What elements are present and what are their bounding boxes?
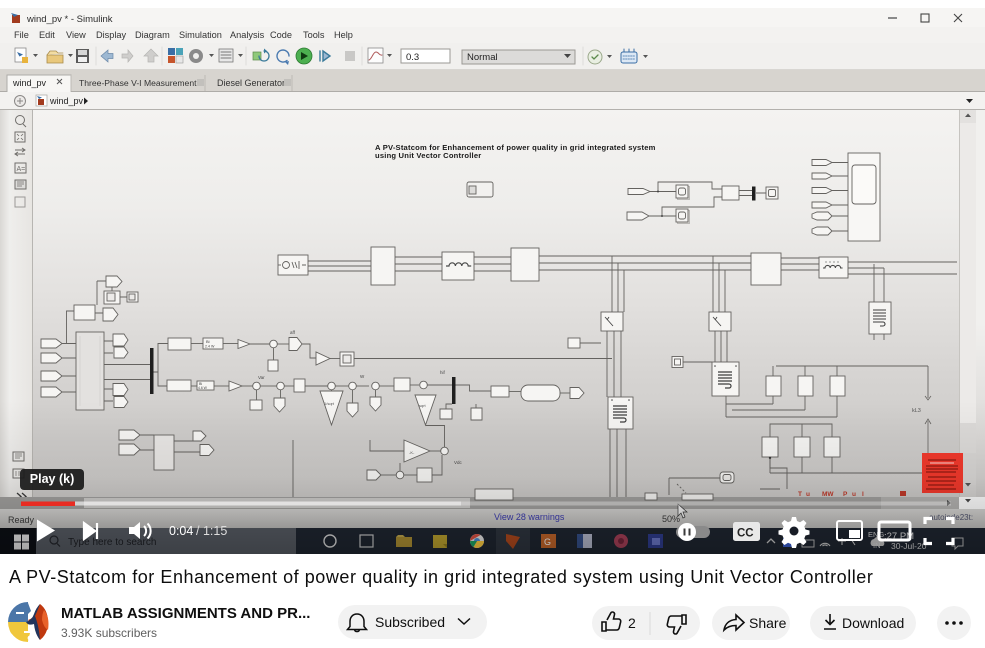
svg-text:using Unit Vector Controller: using Unit Vector Controller xyxy=(375,151,481,160)
svg-text:hif: hif xyxy=(440,370,446,375)
svg-text:wind_pv * - Simulink: wind_pv * - Simulink xyxy=(26,14,113,25)
svg-text::27 PM: :27 PM xyxy=(884,531,914,542)
svg-text:1/sqrt: 1/sqrt xyxy=(324,401,335,406)
svg-text:wind_pv: wind_pv xyxy=(49,96,84,106)
svg-text:/ 1:15: / 1:15 xyxy=(196,524,227,538)
svg-text:View 28 warnings: View 28 warnings xyxy=(494,512,565,522)
svg-text:-K-: -K- xyxy=(409,450,415,455)
svg-text:Var: Var xyxy=(258,375,265,380)
svg-text:Ready: Ready xyxy=(8,515,35,525)
svg-text:W: W xyxy=(360,374,365,379)
svg-text:4.6 W: 4.6 W xyxy=(198,386,208,390)
svg-text:50%: 50% xyxy=(662,514,680,524)
svg-text:Subscribed: Subscribed xyxy=(375,614,445,630)
svg-text:P: P xyxy=(843,491,848,498)
svg-text:Diesel Generator: Diesel Generator xyxy=(217,78,285,88)
svg-text:l: l xyxy=(862,491,864,498)
svg-text:sqrt: sqrt xyxy=(419,403,427,408)
svg-text:ENG: ENG xyxy=(868,530,884,539)
svg-text:0:04: 0:04 xyxy=(169,524,193,538)
svg-text:Bi: Bi xyxy=(199,382,202,386)
svg-text:A PV-Statcom for Enhancement o: A PV-Statcom for Enhancement of power qu… xyxy=(375,143,656,152)
svg-text:wind_pv: wind_pv xyxy=(12,78,47,88)
svg-text:Normal: Normal xyxy=(467,52,498,63)
svg-text:Vdc: Vdc xyxy=(454,460,463,465)
svg-text:MW: MW xyxy=(822,491,834,498)
svg-text:Type here to search: Type here to search xyxy=(68,537,156,548)
svg-text:0.3: 0.3 xyxy=(406,52,419,63)
svg-text:MATLAB ASSIGNMENTS AND PR...: MATLAB ASSIGNMENTS AND PR... xyxy=(61,605,310,622)
svg-text:G: G xyxy=(544,537,551,547)
svg-text:Bi: Bi xyxy=(206,339,210,344)
svg-text:IN: IN xyxy=(873,541,881,550)
svg-text:Download: Download xyxy=(842,615,904,631)
svg-text:aff: aff xyxy=(290,330,296,335)
svg-text:3.93K subscribers: 3.93K subscribers xyxy=(61,626,157,640)
svg-text:2: 2 xyxy=(628,615,636,631)
svg-text:u: u xyxy=(806,491,810,498)
svg-text:T: T xyxy=(798,491,802,498)
svg-text:Share: Share xyxy=(749,615,787,631)
svg-text:kL3: kL3 xyxy=(912,408,921,414)
svg-text:2.4 W: 2.4 W xyxy=(205,345,215,349)
svg-text:Three-Phase V-I Measurement1: Three-Phase V-I Measurement1 xyxy=(79,78,202,88)
svg-text:u: u xyxy=(852,491,856,498)
svg-text:CC: CC xyxy=(737,528,754,540)
svg-text:30-Jul-20: 30-Jul-20 xyxy=(891,541,927,551)
svg-text:A=: A= xyxy=(17,166,26,173)
